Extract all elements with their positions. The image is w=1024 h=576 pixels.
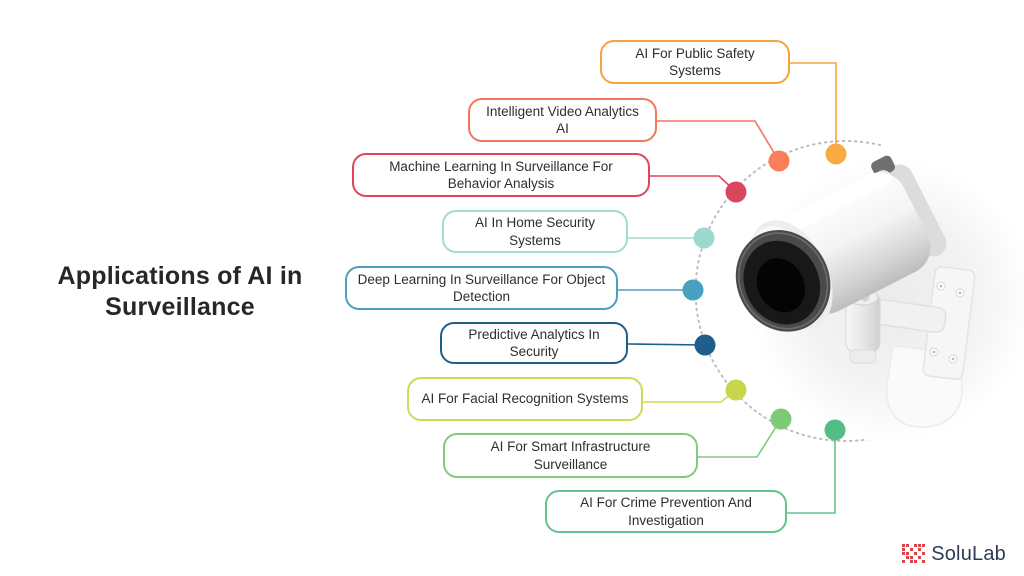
connector-line (643, 389, 737, 403)
node-label: Predictive Analytics In Security (468, 326, 600, 359)
page-title-line2: Surveillance (105, 292, 255, 321)
connector-line (627, 343, 706, 346)
node-label: AI For Public Safety Systems (635, 45, 755, 78)
page-title: Applications of AI in Surveillance (28, 261, 332, 322)
node-label: Machine Learning In Surveillance For Beh… (389, 158, 613, 191)
node-label: Deep Learning In Surveillance For Object… (357, 271, 606, 304)
arc-dot (693, 227, 715, 249)
connector-line (657, 120, 780, 162)
arc-dot (725, 379, 747, 401)
connector-line (787, 430, 836, 514)
node-ml-behavior-analysis: Machine Learning In Surveillance For Beh… (352, 153, 650, 197)
arc-dot (725, 181, 747, 203)
connector-lines (618, 62, 837, 514)
node-video-analytics: Intelligent Video Analytics AI (468, 98, 657, 142)
arc-dots (682, 143, 847, 441)
node-label: AI In Home Security Systems (474, 215, 596, 248)
arc-dot (825, 143, 847, 165)
node-crime-prevention: AI For Crime Prevention And Investigatio… (545, 490, 787, 533)
arc-dot (694, 334, 716, 356)
node-label: AI For Crime Prevention And Investigatio… (580, 495, 752, 528)
connector-line (650, 175, 737, 193)
node-home-security: AI In Home Security Systems (442, 210, 628, 253)
arc-dot (768, 150, 790, 172)
connector-line (698, 418, 782, 458)
connector-line (790, 62, 837, 154)
page-title-line1: Applications of AI in (57, 262, 303, 290)
node-dl-object-detection: Deep Learning In Surveillance For Object… (345, 266, 618, 310)
node-label: AI For Smart Infrastructure Surveillance (490, 439, 651, 472)
node-public-safety: AI For Public Safety Systems (600, 40, 790, 84)
solulab-logo: SoluLab (902, 543, 1006, 566)
arc-dot (770, 408, 792, 430)
camera-body (735, 155, 947, 332)
arc-dot (824, 419, 846, 441)
arc-dot (682, 279, 704, 301)
node-label: AI For Facial Recognition Systems (421, 391, 629, 407)
node-predictive-analytics: Predictive Analytics In Security (440, 322, 628, 364)
camera-wall-plate (886, 266, 976, 428)
cctv-camera-illustration (735, 155, 1024, 442)
node-facial-recognition: AI For Facial Recognition Systems (407, 377, 643, 421)
node-label: Intelligent Video Analytics AI (486, 103, 639, 136)
solulab-logo-mark (902, 544, 926, 563)
node-smart-infrastructure: AI For Smart Infrastructure Surveillance (443, 433, 698, 478)
plate-screws (929, 281, 965, 364)
solulab-logo-text: SoluLab (931, 543, 1006, 565)
